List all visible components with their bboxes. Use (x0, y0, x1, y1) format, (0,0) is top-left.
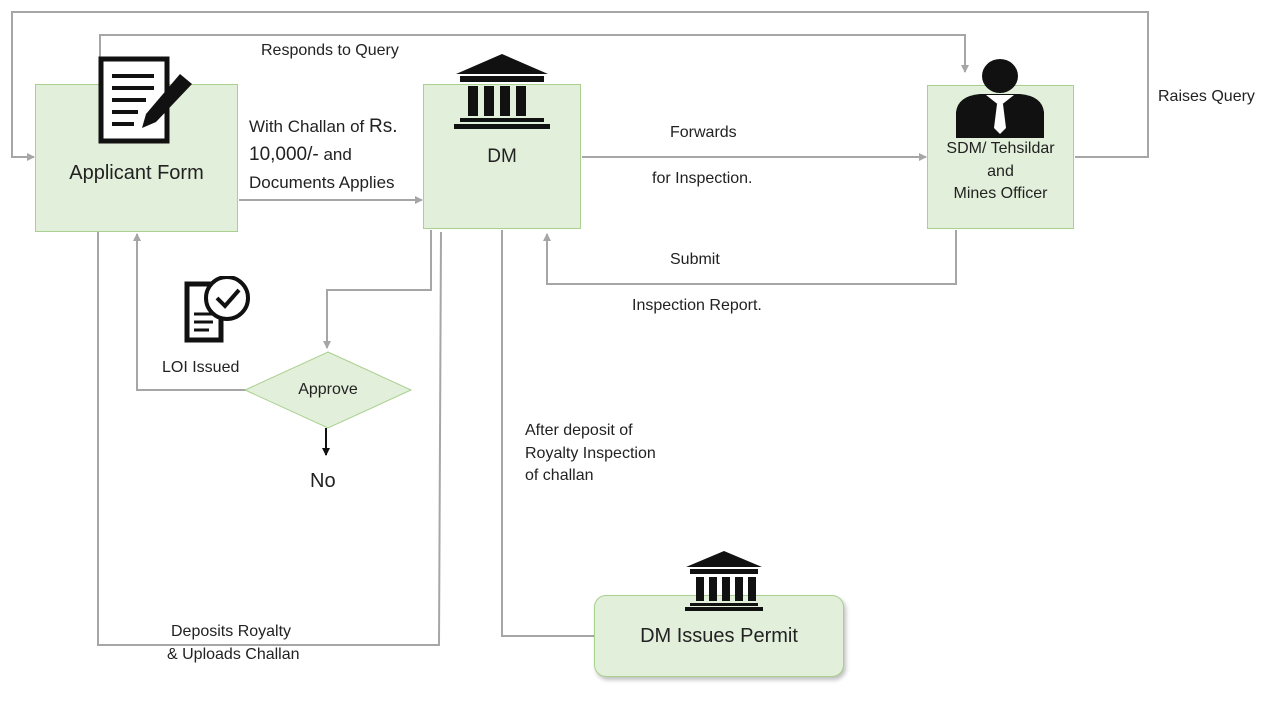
forwards-label: Forwards (670, 124, 737, 141)
approve-label: Approve (298, 381, 358, 398)
for-inspection-label: for Inspection. (652, 170, 753, 187)
raises-query-label: Raises Query (1158, 88, 1255, 105)
challan-amount: 10,000/- (249, 144, 319, 165)
challan-text: With Challan of (249, 117, 369, 136)
challan-label-line3: Documents Applies (249, 173, 395, 192)
bank-icon (685, 551, 763, 611)
deposits-line1: Deposits Royalty (171, 623, 292, 640)
form-edit-icon (98, 56, 192, 144)
approve-diamond (243, 351, 413, 429)
after-deposit-line2: Royalty Inspection (525, 445, 656, 462)
officer-icon (956, 59, 1044, 138)
after-deposit-line1: After deposit of (525, 422, 633, 439)
permit-label: DM Issues Permit (640, 625, 798, 647)
challan-and: and (318, 145, 352, 164)
inspection-report-label: Inspection Report. (632, 297, 762, 314)
deposits-connector (97, 231, 442, 646)
challan-label-line1: With Challan of Rs. (249, 116, 398, 138)
responds-query-label: Responds to Query (261, 42, 399, 59)
loi-issued-label: LOI Issued (162, 359, 240, 376)
dm-to-approve-connector (323, 230, 432, 349)
challan-amount-prefix: Rs. (369, 116, 398, 137)
approved-document-icon (184, 276, 250, 343)
submit-report-connector (543, 230, 957, 285)
bank-icon (454, 54, 550, 129)
loi-connector (133, 233, 246, 391)
permit-connector (501, 230, 594, 637)
sdm-line2: and (987, 163, 1014, 180)
sdm-line3: Mines Officer (953, 185, 1048, 202)
deposits-line2: & Uploads Challan (167, 646, 300, 663)
sdm-line1: SDM/ Tehsildar (946, 140, 1055, 157)
challan-label-line2: 10,000/- and (249, 144, 352, 166)
applicant-form-label: Applicant Form (69, 162, 204, 184)
no-label: No (310, 470, 336, 492)
raises-query-connector (11, 11, 1149, 161)
after-deposit-line3: of challan (525, 467, 594, 484)
dm-label: DM (487, 146, 517, 167)
submit-label: Submit (670, 251, 720, 268)
